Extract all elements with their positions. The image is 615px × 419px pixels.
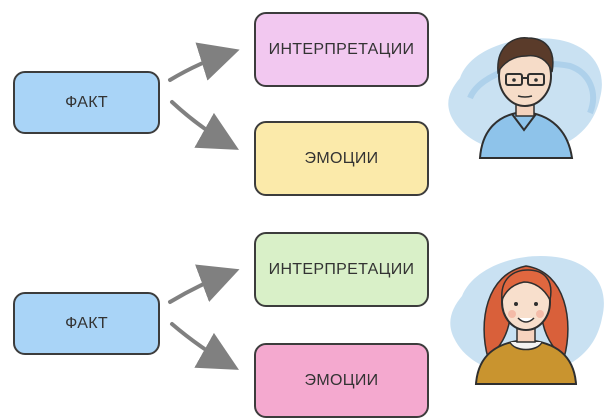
interpretation-label-2: ИНТЕРПРЕТАЦИИ (268, 260, 415, 278)
arrow-fact-to-interpretation-2 (168, 264, 240, 304)
emotion-label-1: ЭМОЦИИ (304, 149, 379, 167)
fact-label-2: ФАКТ (65, 314, 108, 332)
fact-label-1: ФАКТ (65, 93, 108, 111)
fact-box-1: ФАКТ (13, 71, 160, 134)
fact-box-2: ФАКТ (13, 292, 160, 355)
arrow-fact-to-emotion-1 (170, 100, 239, 150)
scenario-2-arrows (168, 264, 240, 370)
emotion-box-2: ЭМОЦИИ (254, 343, 429, 418)
man-with-glasses-icon (448, 37, 602, 159)
interpretation-label-1: ИНТЕРПРЕТАЦИИ (268, 40, 415, 58)
scenario-1-arrows (168, 42, 240, 150)
arrow-fact-to-emotion-2 (170, 322, 239, 370)
emotion-label-2: ЭМОЦИИ (304, 371, 379, 389)
arrow-fact-to-interpretation-1 (168, 42, 240, 82)
interpretation-box-1: ИНТЕРПРЕТАЦИИ (254, 12, 429, 87)
woman-red-hair-icon (450, 255, 604, 385)
interpretation-box-2: ИНТЕРПРЕТАЦИИ (254, 232, 429, 307)
emotion-box-1: ЭМОЦИИ (254, 121, 429, 196)
